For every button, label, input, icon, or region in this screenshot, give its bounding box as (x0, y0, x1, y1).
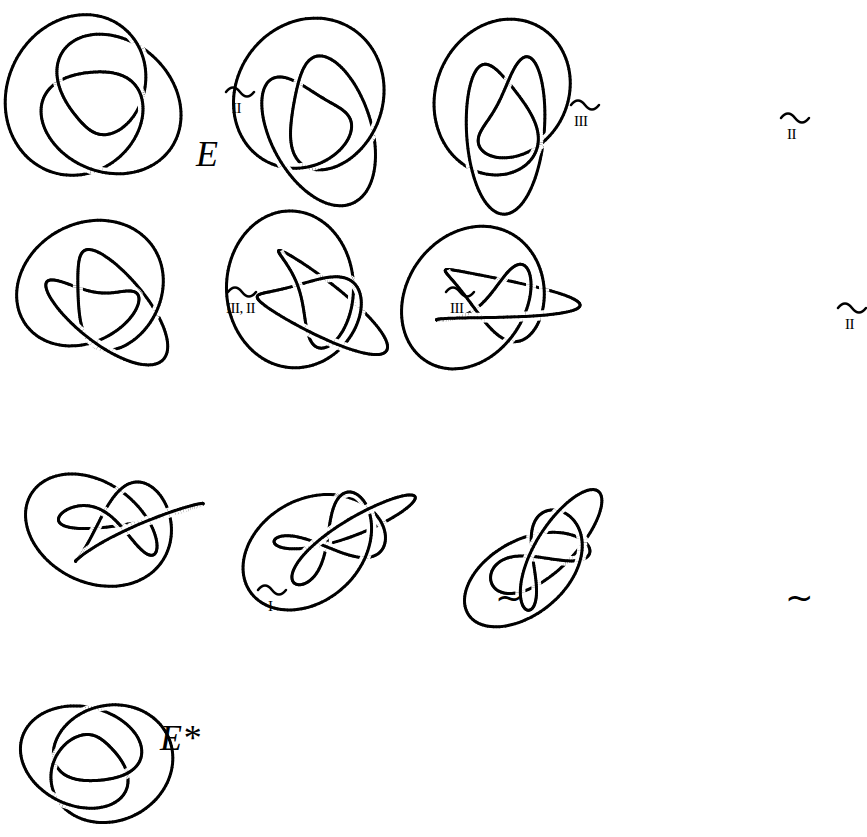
knot-diagram (434, 19, 570, 214)
knot-strand (92, 169, 95, 170)
knot-strand (327, 158, 329, 159)
knot-diagram (5, 15, 181, 176)
knot-strand (279, 158, 281, 161)
knot-strand (140, 94, 141, 96)
knot-strand (64, 98, 65, 100)
knot-strand (46, 25, 49, 27)
knot-diagram (234, 18, 385, 206)
knot-strand (372, 131, 374, 134)
